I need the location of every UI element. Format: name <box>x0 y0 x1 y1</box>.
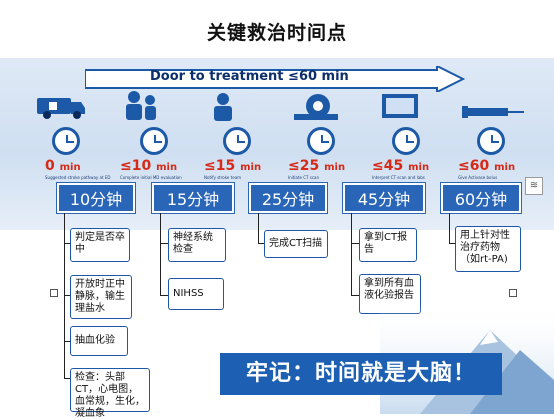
layers-icon[interactable]: ≋ <box>525 177 543 195</box>
connector-line <box>64 295 70 296</box>
task-thrombolysis: 用上针对性治疗药物（如rt-PA) <box>455 226 521 272</box>
minute-label-0: 0 min <box>45 158 81 174</box>
clock-icon <box>223 127 251 155</box>
stage-25min: 25分钟 <box>249 183 327 213</box>
stage-10min: 10分钟 <box>57 183 135 213</box>
minute-label-60: ≤60 min <box>458 158 516 174</box>
clock-icon <box>140 127 168 155</box>
step-description: Interpret CT scan and labs <box>372 175 425 180</box>
task-exams: 检查：头部CT，心电图，血常规，生化，凝血象 <box>70 368 150 419</box>
connector-line <box>449 243 455 244</box>
doctor-icon <box>126 91 156 120</box>
connector-line <box>258 213 259 243</box>
slide-title: 关键救治时间点 <box>206 22 347 44</box>
door-to-treatment-arrow <box>85 66 465 92</box>
connector-line <box>64 341 70 342</box>
task-ct-scan: 完成CT扫描 <box>264 230 328 258</box>
connector-line <box>351 295 359 296</box>
connector-line <box>449 213 450 243</box>
task-blood-draw: 抽血化验 <box>70 326 128 356</box>
task-judge-stroke: 判定是否卒中 <box>70 228 130 262</box>
resize-handle[interactable] <box>509 289 517 297</box>
task-ct-report: 拿到CT报告 <box>359 228 417 262</box>
step-description: Complete initial MD evaluation <box>120 175 182 180</box>
stage-60min: 60分钟 <box>441 183 521 213</box>
task-neuro-exam: 神经系统检查 <box>168 228 226 262</box>
minute-label-15: ≤15 min <box>204 158 262 174</box>
monitor-icon <box>382 94 418 118</box>
connector-line <box>258 243 264 244</box>
connector-line <box>64 243 70 244</box>
resize-handle[interactable] <box>50 289 58 297</box>
clock-icon <box>392 127 420 155</box>
ambulance-icon <box>37 98 85 119</box>
connector-line <box>351 213 352 295</box>
step-description: Give Activase bolus <box>458 175 498 180</box>
step-description: Notify stroke team <box>204 175 242 180</box>
phone-person-icon <box>214 93 232 121</box>
step-description: Initiate CT scan <box>288 175 320 180</box>
step-description: Suggested stroke pathway at ED <box>45 175 111 180</box>
connector-line <box>351 243 359 244</box>
task-iv-saline: 开放时正中静脉，输生理盐水 <box>70 275 132 319</box>
arrow-label: Door to treatment ≤60 min <box>150 69 349 84</box>
clock-icon <box>477 127 505 155</box>
clock-icon <box>307 127 335 155</box>
task-nihss: NIHSS <box>168 278 224 310</box>
minute-label-25: ≤25 min <box>288 158 346 174</box>
slogan-banner: 牢记：时间就是大脑！ <box>220 353 502 395</box>
connector-line <box>160 213 161 295</box>
minute-label-45: ≤45 min <box>372 158 430 174</box>
stage-45min: 45分钟 <box>343 183 425 213</box>
connector-line <box>160 243 168 244</box>
ct-scanner-icon <box>294 94 338 120</box>
minute-label-10: ≤10 min <box>120 158 178 174</box>
clock-icon <box>52 127 80 155</box>
stage-15min: 15分钟 <box>152 183 234 213</box>
syringe-icon <box>462 106 524 118</box>
connector-line <box>64 378 70 379</box>
connector-line <box>160 295 168 296</box>
